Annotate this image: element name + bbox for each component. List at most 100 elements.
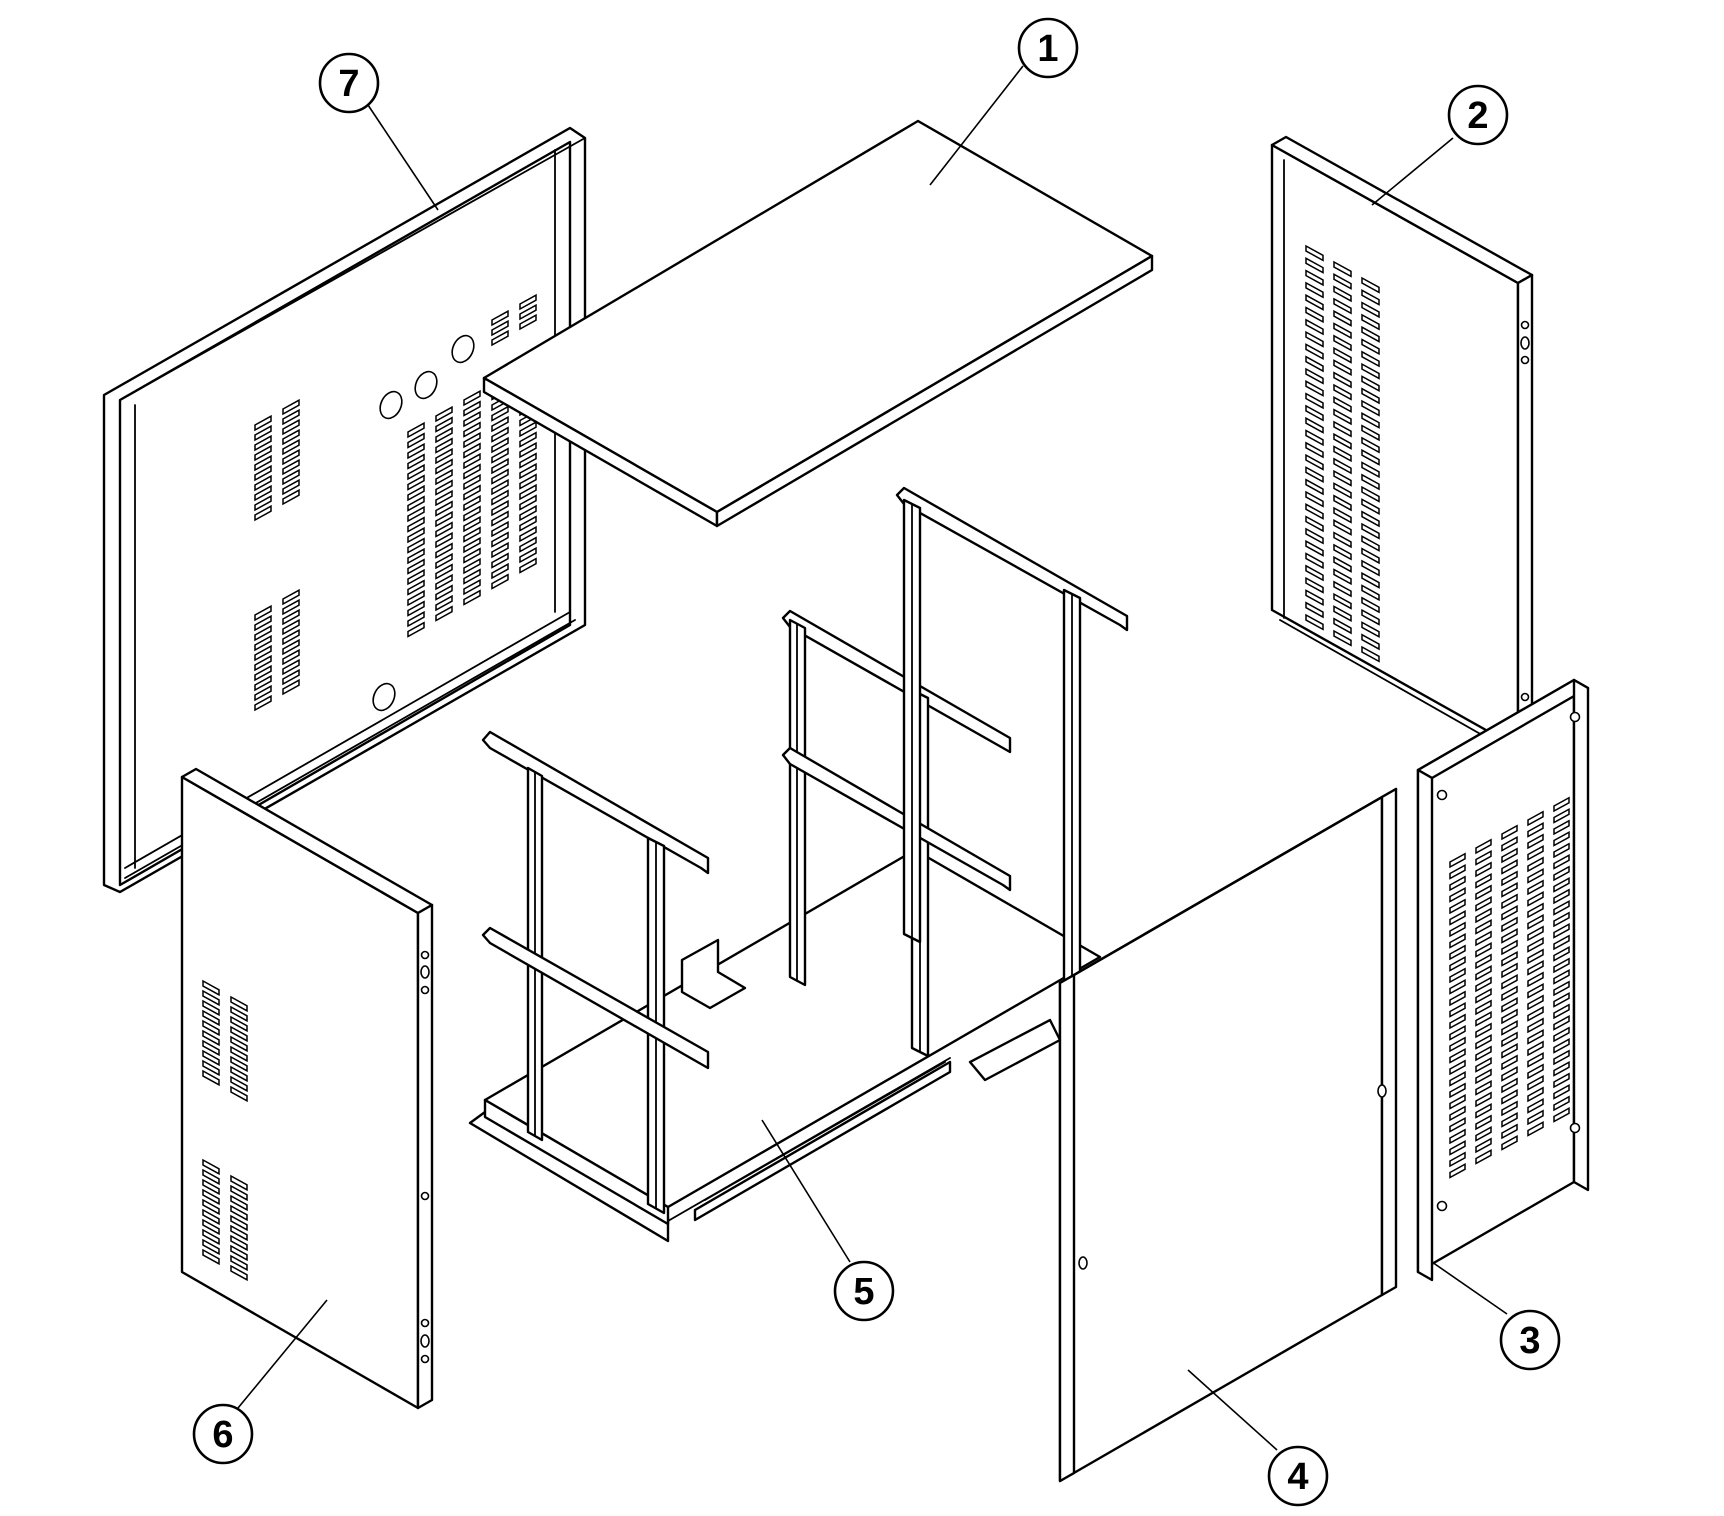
vent-slot (254, 484, 272, 502)
vent-slot (202, 1238, 220, 1256)
vent-slot (519, 431, 537, 448)
vent-slot (230, 1184, 248, 1202)
vent-slot (1361, 633, 1380, 651)
vent-slot (282, 478, 300, 496)
vent-slot (1333, 482, 1352, 500)
vent-slot (1361, 436, 1380, 454)
vent-slot (1553, 1026, 1570, 1043)
vent-slot (1449, 852, 1466, 869)
vent-slot (1553, 1106, 1570, 1123)
callout-6: 6 (192, 1299, 328, 1465)
vent-slot (1553, 819, 1570, 836)
vent-slot (254, 664, 272, 682)
vent-slot (1527, 1120, 1544, 1137)
vent-slot (1305, 552, 1324, 570)
vent-slot (1475, 953, 1492, 970)
vent-slot (1333, 519, 1352, 536)
vent-slot (282, 448, 300, 466)
vent-slot (202, 989, 220, 1007)
vent-slot (435, 542, 453, 559)
vent-slot (1305, 613, 1324, 631)
vent-slot (1527, 959, 1544, 976)
vent-slot (1553, 922, 1570, 939)
vent-slot (491, 552, 509, 569)
vent-slot (1475, 907, 1492, 924)
vent-slot (1449, 898, 1466, 915)
vent-slot (407, 484, 425, 502)
vent-slot (254, 434, 272, 452)
vent-slot (519, 452, 537, 469)
vent-slot (1475, 1137, 1492, 1154)
vent-slot (1305, 244, 1324, 262)
vent-slot (1333, 506, 1352, 524)
vent-slot (1361, 584, 1380, 602)
vent-slot (519, 525, 537, 543)
vent-slot (202, 1178, 220, 1196)
vent-slot (435, 437, 453, 454)
vent-slot (1501, 985, 1518, 1002)
vent-slot (435, 584, 453, 601)
vent-slot (254, 474, 272, 492)
vent-slot (1501, 870, 1518, 887)
vent-slot (435, 552, 453, 570)
vent-slot (1333, 580, 1352, 598)
vent-slot (230, 1254, 248, 1272)
vent-slot (519, 293, 537, 311)
vent-slot (1449, 1070, 1466, 1087)
vent-slot (519, 504, 537, 522)
vent-slot (1475, 1125, 1492, 1142)
vent-slot (230, 1075, 248, 1093)
vent-slot (202, 1168, 220, 1186)
vent-slot (282, 488, 300, 506)
vent-slot (1361, 412, 1380, 429)
vent-slot (230, 1234, 248, 1252)
callout-7: 7 (318, 52, 439, 211)
vent-slot (1475, 918, 1492, 935)
vent-slot (463, 547, 481, 564)
vent-slot (1305, 453, 1324, 471)
vent-slot (407, 547, 425, 565)
vent-slot (1449, 1151, 1466, 1168)
vent-slot (1553, 1072, 1570, 1089)
vent-slot (1305, 318, 1324, 336)
vent-slot (519, 546, 537, 564)
vent-slot (1449, 1024, 1466, 1041)
vent-slot (1475, 1033, 1492, 1050)
vent-slot (1333, 371, 1352, 389)
left-side-panel (180, 767, 434, 1410)
vent-slot (1527, 948, 1544, 965)
vent-slot (463, 484, 481, 501)
vent-slot (1361, 350, 1380, 368)
vent-slot (463, 431, 481, 449)
vent-slot (1527, 913, 1544, 930)
vent-slot (1501, 916, 1518, 933)
vent-slot (202, 1198, 220, 1216)
vent-slot (1305, 367, 1324, 385)
vent-slot (1305, 441, 1324, 459)
vent-slot (1553, 991, 1570, 1008)
vent-slot (407, 432, 425, 449)
vent-slot (1501, 1065, 1518, 1082)
vent-slot (1527, 867, 1544, 884)
vent-slot (254, 494, 272, 512)
vent-slot (519, 462, 537, 480)
vent-slot (1305, 343, 1324, 361)
vent-slot (254, 614, 272, 632)
vent-slot (1553, 980, 1570, 997)
vent-slot (1305, 490, 1324, 508)
vent-slot (1475, 838, 1492, 855)
left-side-panel-vent-slots (202, 979, 248, 1282)
vent-slot (1333, 420, 1352, 438)
vent-slot (491, 447, 509, 464)
vent-slot (407, 442, 425, 460)
vent-slot (254, 634, 272, 652)
vent-slot (463, 473, 481, 491)
vent-slot (1305, 404, 1324, 422)
vent-slot (230, 995, 248, 1013)
vent-slot (1361, 510, 1380, 528)
vent-slot (1333, 457, 1352, 475)
vent-slot (254, 414, 272, 432)
vent-slot (1553, 1014, 1570, 1031)
vent-slot (1475, 884, 1492, 901)
vent-slot (230, 1035, 248, 1053)
